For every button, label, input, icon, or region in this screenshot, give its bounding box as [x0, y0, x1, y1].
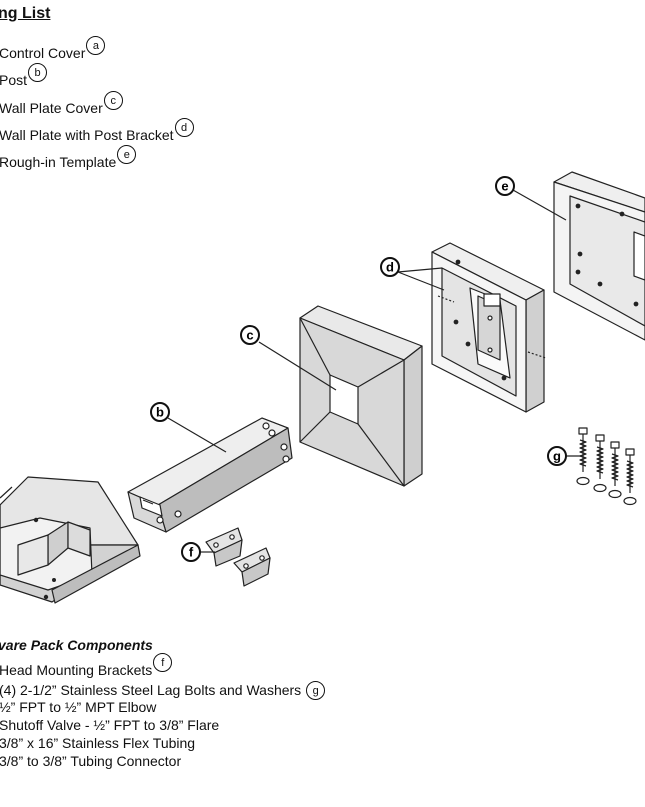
hardware-item-label: Head Mounting Brackets: [0, 662, 153, 678]
part-tag-circle: a: [86, 36, 106, 55]
parts-list-item-label: Wall Plate Cover: [0, 100, 103, 116]
label-e: e: [495, 176, 515, 196]
hardware-item-label: Shutoff Valve - ½” FPT to 3/8” Flare: [0, 717, 220, 733]
hardware-item: 3/8” to 3/8” Tubing Connector: [0, 753, 181, 769]
hardware-item-label: 3/8” to 3/8” Tubing Connector: [0, 753, 182, 769]
label-b: b: [150, 402, 170, 422]
wall-plate-cover-part: [299, 305, 423, 487]
label-g: g: [547, 446, 567, 466]
parts-list-item-label: Rough-in Template: [0, 154, 117, 170]
hardware-item-label: 3/8” x 16” Stainless Flex Tubing: [0, 735, 196, 751]
hardware-item: ½” FPT to ½” MPT Elbow: [0, 699, 156, 715]
hardware-item: 3/8” x 16” Stainless Flex Tubing: [0, 735, 195, 751]
mounting-brackets-part: [205, 527, 271, 587]
parts-list-item-label: Wall Plate with Post Bracket: [0, 127, 174, 143]
lag-bolts-part: [576, 427, 637, 506]
part-tag-circle: f: [153, 653, 173, 672]
label-c-text: c: [246, 328, 253, 343]
hardware-item: Shutoff Valve - ½” FPT to 3/8” Flare: [0, 717, 219, 733]
parts-list-heading: ng List: [0, 5, 51, 22]
hardware-item: (4) 2-1/2” Stainless Steel Lag Bolts and…: [0, 681, 326, 701]
rough-in-template-part: [553, 171, 645, 341]
part-tag-circle: b: [28, 63, 48, 82]
label-f: f: [181, 542, 201, 562]
label-c: c: [240, 325, 260, 345]
label-g-text: g: [553, 449, 561, 464]
hardware-item-label: ½” FPT to ½” MPT Elbow: [0, 699, 157, 715]
part-tag-circle: e: [117, 145, 137, 164]
label-b-text: b: [156, 405, 164, 420]
parts-list-item-label: Post: [0, 72, 28, 88]
parts-list-item-label: Control Cover: [0, 45, 86, 61]
control-cover-part: [0, 476, 141, 604]
label-d: d: [380, 257, 400, 277]
label-d-text: d: [386, 260, 394, 275]
part-tag-circle: g: [306, 681, 326, 700]
part-tag-circle: c: [103, 91, 123, 110]
post-part: [127, 417, 293, 533]
hardware-pack-heading: vare Pack Components: [0, 637, 153, 653]
label-f-text: f: [189, 545, 194, 560]
hardware-item-label: (4) 2-1/2” Stainless Steel Lag Bolts and…: [0, 682, 302, 698]
part-tag-circle: d: [174, 118, 194, 137]
wall-plate-with-bracket-part: [431, 242, 547, 413]
label-e-text: e: [501, 179, 508, 194]
